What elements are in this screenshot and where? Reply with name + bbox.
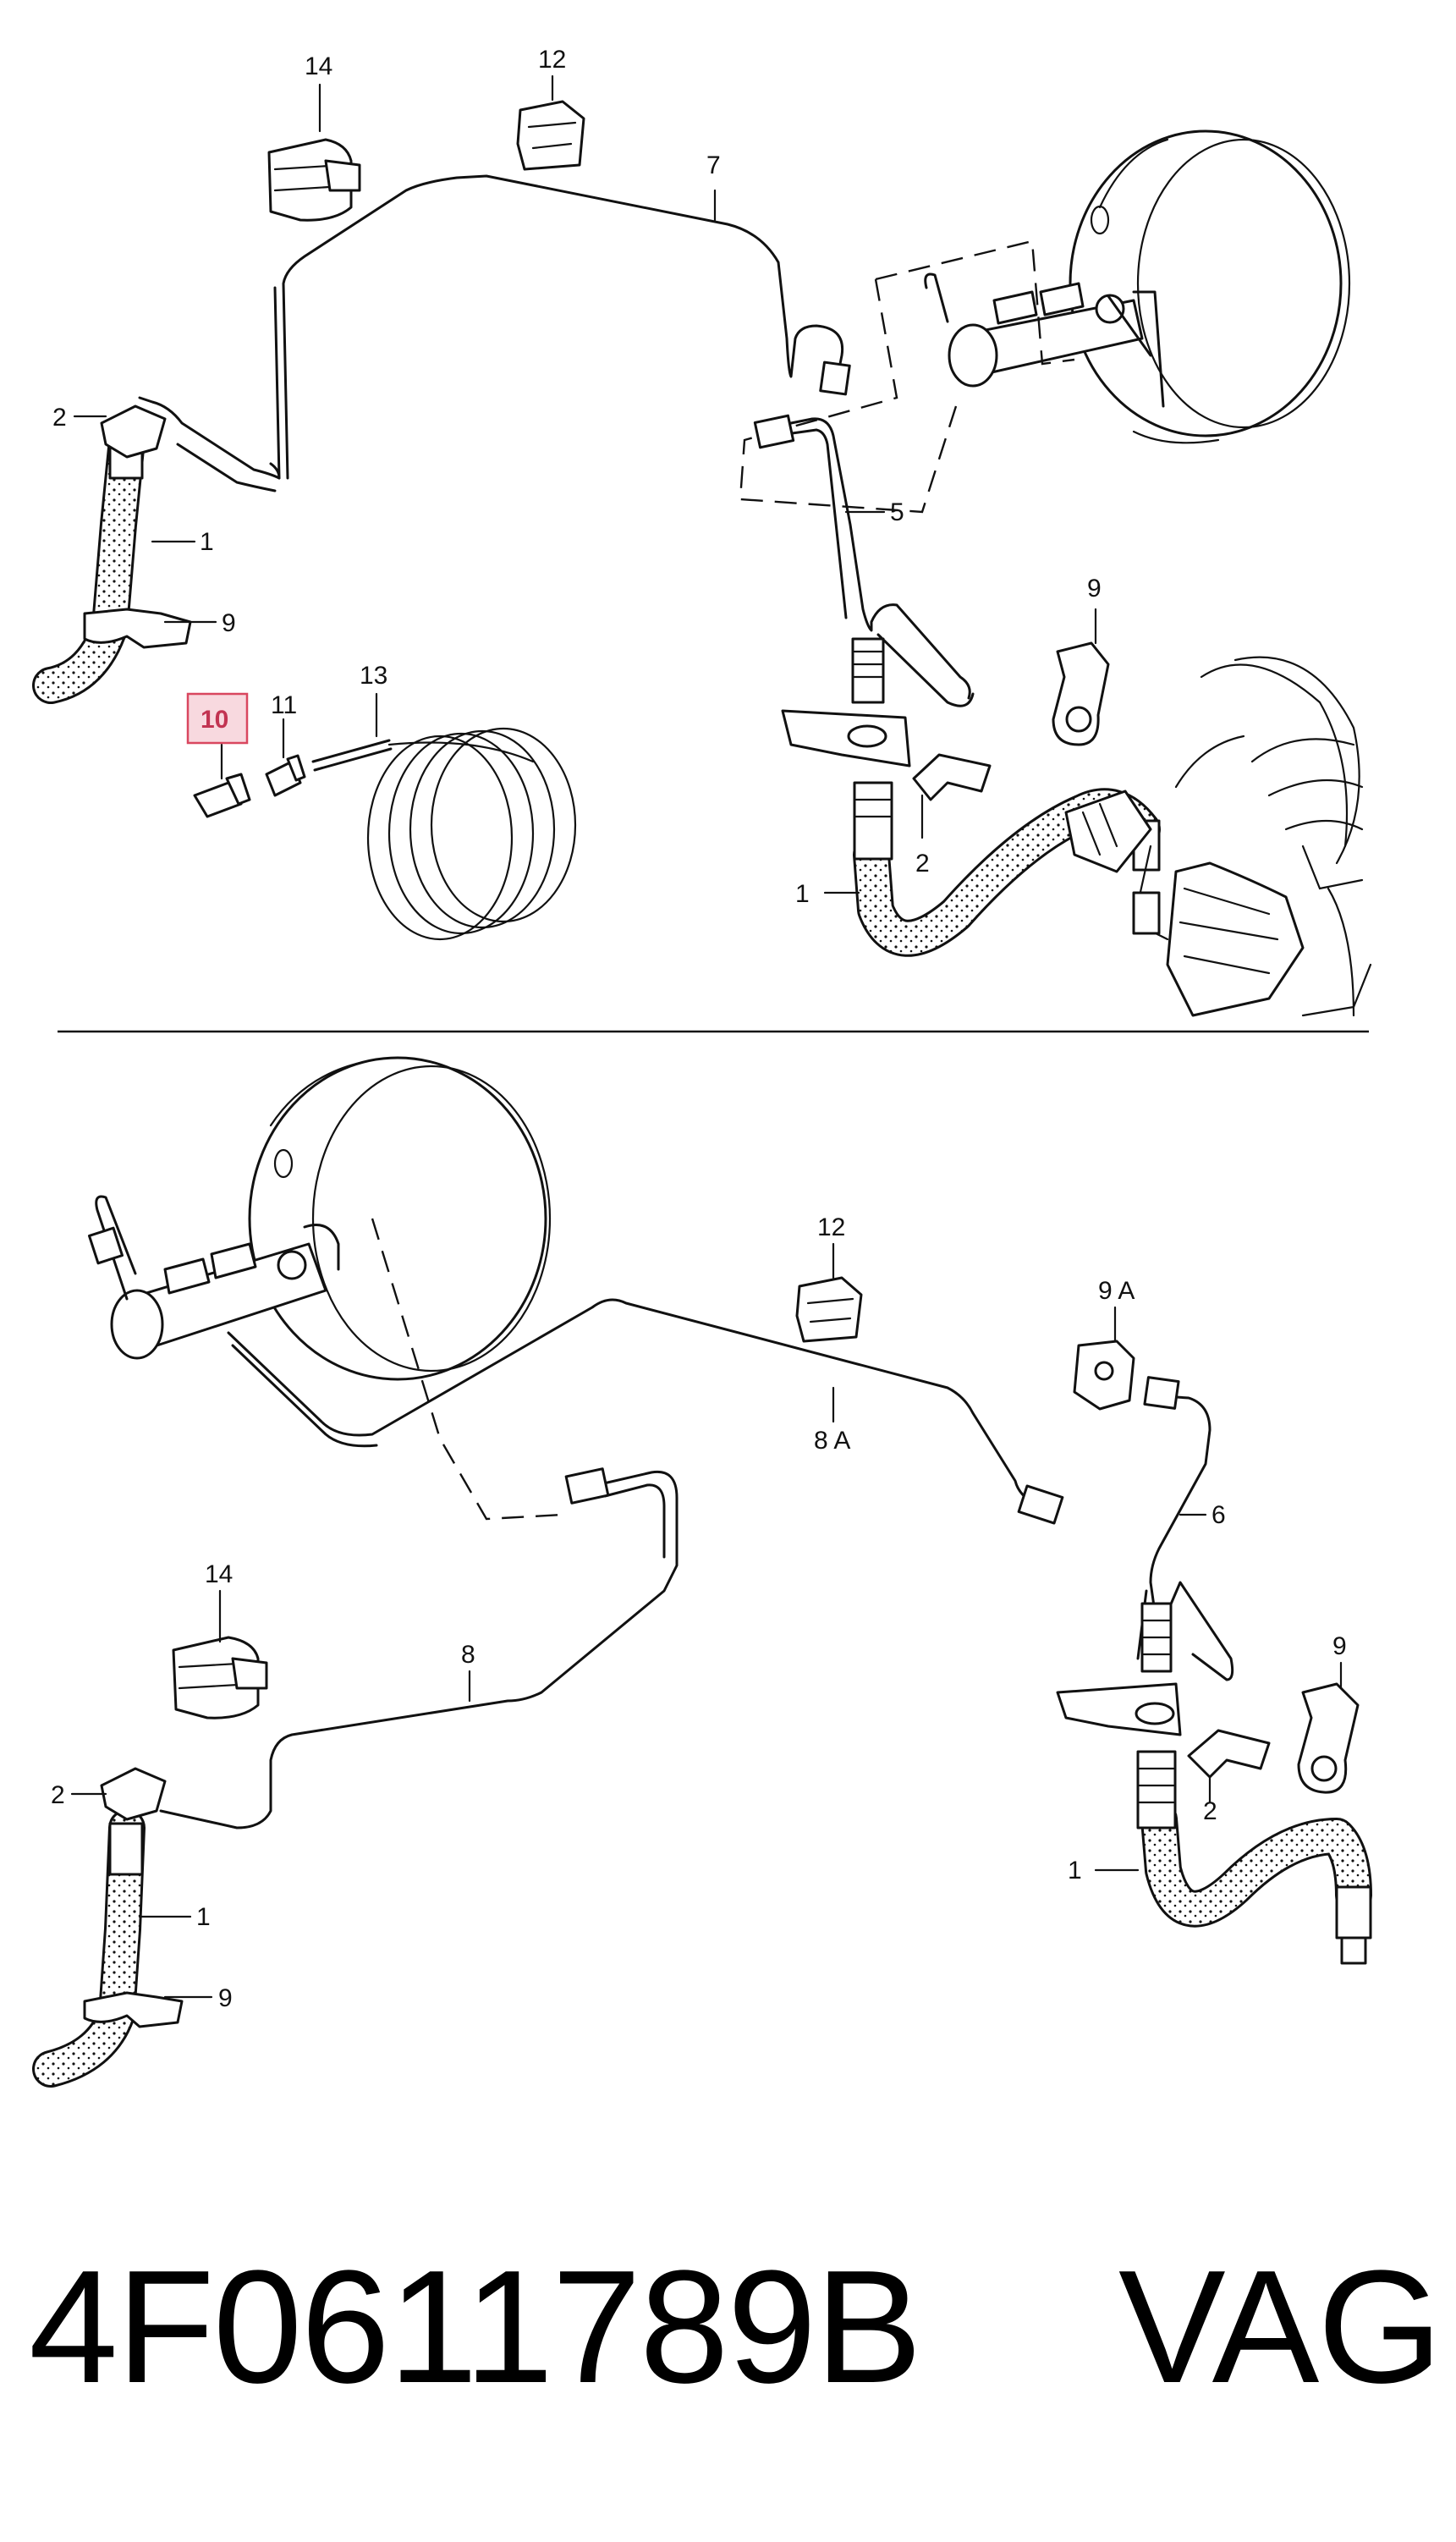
bracket-9-top-left: [83, 608, 192, 649]
caliper-assembly-top: [1064, 656, 1372, 1017]
brake-booster-bottom: [248, 1056, 552, 1381]
clip-2-top-right: [912, 753, 992, 801]
dashed-guide-bottom: [371, 1218, 563, 1521]
label-5-top: 5: [890, 498, 904, 526]
label-9-top-right: 9: [1087, 575, 1102, 602]
label-1-bottom-left: 1: [196, 1903, 211, 1931]
brake-line-5: [768, 417, 971, 700]
clip-14-top: [267, 138, 361, 222]
top-view: 14 12 7 2 1 9 5 9 2 1 10 11 13: [32, 46, 1372, 1017]
brake-booster-top: [1069, 129, 1351, 444]
fitting-8-end: [564, 1467, 610, 1505]
bracket-plate-top: [781, 709, 911, 768]
brake-line-6: [1149, 1395, 1234, 1681]
label-6: 6: [1212, 1501, 1226, 1529]
label-12-top: 12: [538, 46, 566, 74]
label-2-bottom-left: 2: [51, 1781, 65, 1809]
label-7-top: 7: [706, 151, 721, 179]
brake-hose-1-bottom-right: [1136, 1750, 1372, 1965]
clip-14-bottom: [172, 1636, 268, 1719]
label-9-top-left: 9: [222, 609, 236, 637]
label-8A: 8 A: [814, 1427, 850, 1455]
label-13: 13: [360, 662, 387, 690]
bracket-9-bottom-left: [83, 1991, 184, 2028]
label-8: 8: [461, 1641, 475, 1669]
label-2-top-left: 2: [52, 404, 67, 432]
brake-hose-1-bottom-left: [32, 1809, 146, 2088]
label-14-bottom: 14: [205, 1560, 233, 1588]
label-1-top-left: 1: [200, 528, 214, 556]
brake-line-8A: [227, 1298, 1042, 1508]
part-number: 4F0611789B: [29, 2237, 922, 2417]
label-9-bottom-left: 9: [218, 1984, 233, 2012]
label-10: 10: [201, 706, 228, 734]
clip-12-top: [516, 100, 585, 171]
label-9-bottom-right: 9: [1332, 1632, 1347, 1660]
highlight-label-10[interactable]: 10: [186, 692, 249, 745]
fitting-7-end: [819, 360, 851, 396]
label-11: 11: [271, 691, 297, 719]
fitting-8A-end: [1017, 1484, 1064, 1525]
leaders-bottom: [70, 1242, 1343, 1999]
bottom-view: 12 8 A 9 A 6 14 8 2 1 9 9 2 1: [32, 1056, 1372, 2088]
leaders-top: [73, 74, 1097, 894]
brake-line-7: [282, 174, 844, 480]
label-2-top-right: 2: [915, 850, 930, 878]
label-1-top-right: 1: [795, 880, 810, 908]
brake-line-8: [159, 1470, 679, 1829]
fitting-10: [193, 773, 251, 818]
fitting-11: [265, 754, 306, 797]
dashed-guide-top: [739, 239, 1075, 514]
clip-2-bottom-right: [1187, 1729, 1271, 1779]
part-footer: 4F0611789B VAG: [29, 2237, 1442, 2417]
master-cylinder-bottom: [87, 1195, 340, 1360]
clip-12-bottom: [795, 1276, 863, 1343]
label-14-top: 14: [305, 52, 332, 80]
brand-name: VAG: [1118, 2237, 1442, 2417]
master-cylinder-top: [924, 272, 1165, 408]
clip-2-bottom-left: [100, 1767, 167, 1821]
fitting-6-end: [1143, 1376, 1180, 1410]
clip-2-top-left: [100, 404, 167, 459]
label-1-bottom-right: 1: [1068, 1857, 1082, 1884]
bracket-9-top-right: [1052, 641, 1110, 746]
label-9A: 9 A: [1098, 1277, 1135, 1305]
label-2-bottom-right: 2: [1203, 1797, 1217, 1825]
label-12-bottom: 12: [817, 1213, 845, 1241]
bracket-9-bottom-right: [1297, 1682, 1360, 1794]
brake-hose-1-top-left: [32, 421, 146, 704]
brake-tube-coil-13: [311, 727, 577, 941]
fitting-5-end: [753, 414, 795, 449]
